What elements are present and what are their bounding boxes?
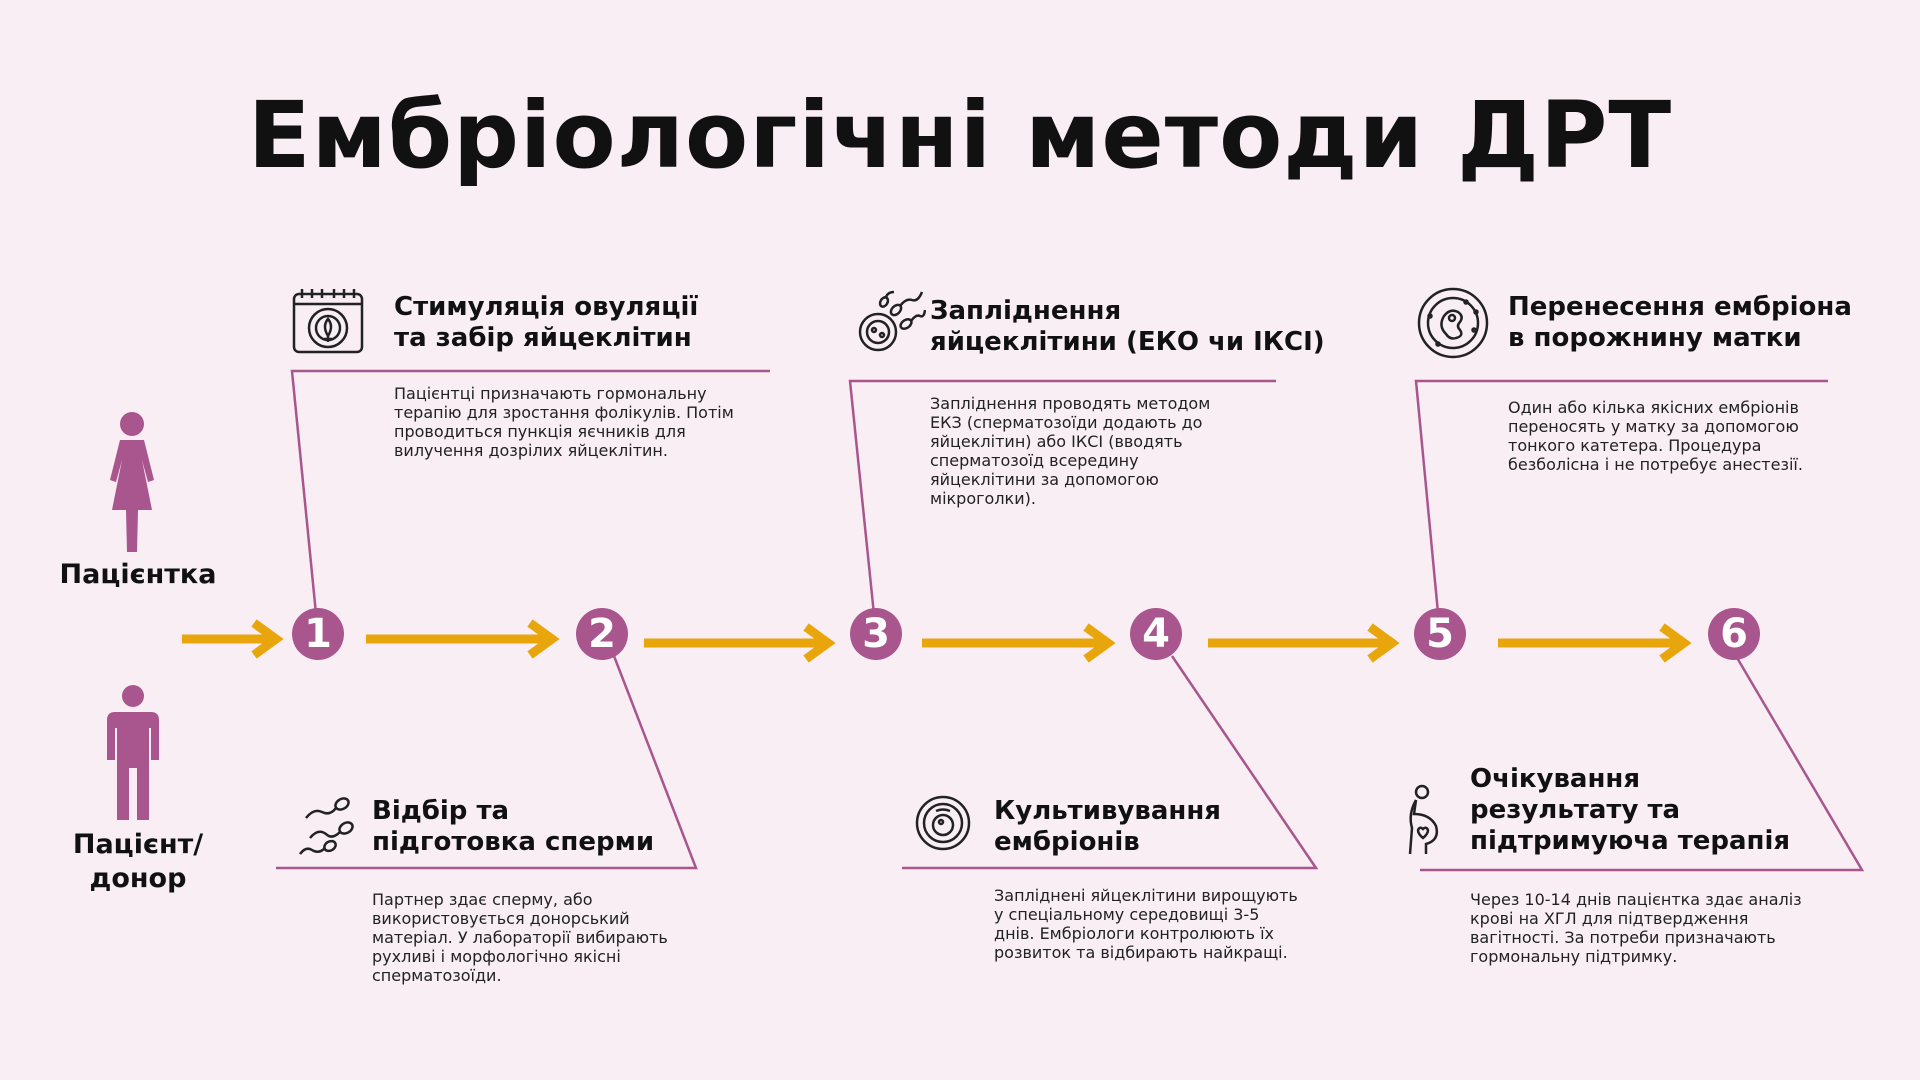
step-6-desc-line: гормональну підтримку.: [1470, 947, 1678, 966]
step-3-title-line1: Запліднення: [930, 296, 1122, 326]
arrow-2: [644, 623, 836, 663]
step-2-desc-line: Партнер здає сперму, або: [372, 890, 593, 909]
arrow-1: [366, 619, 560, 659]
woman-icon: [110, 412, 154, 552]
step-1-title-line1: Стимуляція овуляції: [394, 292, 699, 322]
step-5-desc-line: Один або кілька якісних ембріонів: [1508, 398, 1799, 417]
step-5-description: Один або кілька якісних ембріонів перено…: [1508, 398, 1803, 474]
step-6-desc-line: вагітності. За потреби призначають: [1470, 928, 1776, 947]
arrow-3: [922, 623, 1116, 663]
step-3-desc-line: сперматозоїд всередину: [930, 451, 1139, 470]
step-1-desc-line: вилучення дозрілих яйцеклітин.: [394, 441, 668, 460]
step-1-desc-line: терапію для зростання фолікулів. Потім: [394, 403, 734, 422]
step-5-title-line1: Перенесення ембріона: [1508, 292, 1852, 322]
patient-male-label-line2: донор: [89, 863, 187, 894]
step-6-desc-line: крові на ХГЛ для підтвердження: [1470, 909, 1749, 928]
step-4-description: Запліднені яйцеклітини вирощують у спеці…: [994, 886, 1298, 962]
step-5-desc-line: переносять у матку за допомогою: [1508, 417, 1799, 436]
man-icon: [107, 685, 159, 820]
step-3-title-line2: яйцеклітини (ЕКО чи ІКСІ): [930, 327, 1325, 357]
callout-line-1: [290, 369, 770, 635]
step-5-title-line2: в порожнину матки: [1508, 323, 1802, 353]
step-1-title: Стимуляція овуляції та забір яйцеклітин: [394, 292, 698, 354]
step-4-desc-line: днів. Ембріологи контролюють їх: [994, 924, 1275, 943]
pregnancy-icon: [1408, 784, 1439, 855]
callout-line-2: [276, 655, 698, 870]
step-4-title-line2: ембріонів: [994, 827, 1140, 857]
step-number-5: 5: [1414, 608, 1466, 660]
fertilization-icon: [858, 290, 926, 352]
step-5-desc-line: безболісна і не потребує анестезії.: [1508, 455, 1803, 474]
step-3-desc-line: яйцеклітин) або ІКСІ (вводять: [930, 432, 1183, 451]
step-3-desc-line: мікроголки).: [930, 489, 1036, 508]
arrow-4: [1208, 623, 1400, 663]
step-2-description: Партнер здає сперму, або використовуєтьс…: [372, 890, 668, 985]
step-number-1: 1: [292, 608, 344, 660]
calendar-ovulation-icon: [292, 289, 364, 354]
step-4-desc-line: розвиток та відбирають найкращі.: [994, 943, 1288, 962]
step-number-4: 4: [1130, 608, 1182, 660]
step-4-title: Культивування ембріонів: [994, 796, 1221, 858]
callout-line-3: [848, 379, 1276, 635]
step-6-title-line1: Очікування: [1470, 764, 1641, 794]
step-5-desc-line: тонкого катетера. Процедура: [1508, 436, 1762, 455]
callout-line-6: [1420, 655, 1865, 872]
patient-male-label: Пацієнт/ донор: [48, 828, 228, 896]
step-2-desc-line: рухливі і морфологічно якісні: [372, 947, 621, 966]
step-2-title-line1: Відбір та: [372, 796, 510, 826]
step-6-description: Через 10-14 днів пацієнтка здає аналіз к…: [1470, 890, 1802, 966]
step-5-title: Перенесення ембріона в порожнину матки: [1508, 292, 1852, 354]
arrow-0: [182, 619, 284, 659]
step-2-desc-line: сперматозоїди.: [372, 966, 502, 985]
step-6-title: Очікування результату та підтримуюча тер…: [1470, 764, 1790, 857]
step-3-desc-line: ЕКЗ (сперматозоїди додають до: [930, 413, 1203, 432]
step-number-6: 6: [1708, 608, 1760, 660]
step-1-description: Пацієнтці призначають гормональну терапі…: [394, 384, 734, 460]
step-6-title-line3: підтримуюча терапія: [1470, 826, 1791, 856]
step-2-desc-line: матеріал. У лабораторії вибирають: [372, 928, 668, 947]
callout-line-4: [902, 655, 1319, 870]
step-6-title-line2: результату та: [1470, 795, 1681, 825]
step-1-desc-line: Пацієнтці призначають гормональну: [394, 384, 707, 403]
step-3-desc-line: Запліднення проводять методом: [930, 394, 1211, 413]
page-title: Ембріологічні методи ДРТ: [247, 82, 1673, 189]
step-2-desc-line: використовується донорський: [372, 909, 630, 928]
step-3-title: Запліднення яйцеклітини (ЕКО чи ІКСІ): [930, 296, 1325, 358]
patient-female-label: Пацієнтка: [59, 559, 217, 590]
step-4-title-line1: Культивування: [994, 796, 1221, 826]
arrow-5: [1498, 623, 1692, 663]
step-1-desc-line: проводиться пункція яєчників для: [394, 422, 686, 441]
step-2-title: Відбір та підготовка сперми: [372, 796, 654, 858]
sperm-icon: [299, 797, 354, 855]
step-2-title-line2: підготовка сперми: [372, 827, 655, 857]
patient-male-label-line1: Пацієнт/: [72, 829, 204, 860]
step-4-desc-line: Запліднені яйцеклітини вирощують: [994, 886, 1298, 905]
step-number-3: 3: [850, 608, 902, 660]
embryo-culture-icon: [915, 795, 971, 851]
step-1-title-line2: та забір яйцеклітин: [394, 323, 692, 353]
embryo-transfer-icon: [1417, 287, 1489, 359]
step-3-desc-line: яйцеклітини за допомогою: [930, 470, 1159, 489]
step-3-description: Запліднення проводять методом ЕКЗ (сперм…: [930, 394, 1210, 508]
step-number-2: 2: [576, 608, 628, 660]
step-4-desc-line: у спеціальному середовищі 3-5: [994, 905, 1260, 924]
callout-line-5: [1414, 379, 1828, 635]
step-6-desc-line: Через 10-14 днів пацієнтка здає аналіз: [1470, 890, 1802, 909]
